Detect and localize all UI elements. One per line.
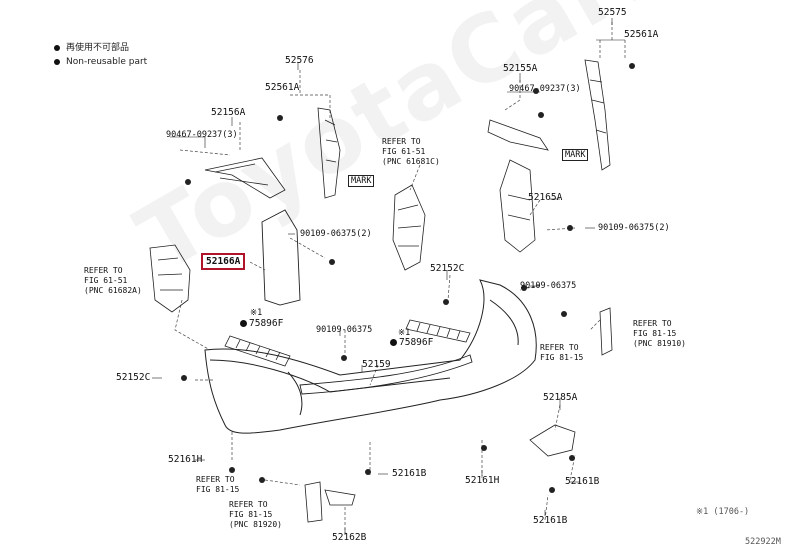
refer-label-81-15-lower[interactable]: REFER TO FIG 81-15 — [196, 475, 240, 494]
refer-label-61681c[interactable]: REFER TO FIG 61-51 (PNC 61681C) — [382, 137, 440, 166]
retainer-right-shape — [487, 119, 549, 151]
non-reusable-dot-icon — [54, 59, 60, 65]
footnote: ※1 (1706-) — [696, 507, 750, 517]
lamp-right-shape — [392, 184, 426, 271]
bracket-left-shape — [317, 107, 341, 199]
legend: 再使用不可部品 Non-reusable part — [54, 41, 147, 69]
bumper-cover-shape — [204, 279, 537, 434]
part-label-52162b[interactable]: 52162B — [332, 532, 367, 543]
part-label-90467-left[interactable]: 90467-09237(3) — [166, 130, 238, 140]
non-reusable-dot-icon — [390, 339, 397, 346]
part-label-52166a-highlighted[interactable]: 52166A — [201, 253, 246, 270]
legend-text-jp: 再使用不可部品 — [66, 43, 130, 53]
part-label-52152c-center[interactable]: 52152C — [430, 263, 465, 274]
reflector-strips — [224, 319, 471, 367]
part-label-52152c-left[interactable]: 52152C — [116, 372, 151, 383]
refer-label-81920[interactable]: REFER TO FIG 81-15 (PNC 81920) — [229, 500, 282, 529]
part-label-90109-center-left[interactable]: 90109-06375 — [316, 325, 373, 335]
part-label-52576[interactable]: 52576 — [285, 55, 314, 66]
diagram-code: 522922M — [745, 537, 781, 547]
lower-garnish-shape — [324, 489, 356, 506]
spacer-right-shape — [499, 159, 536, 253]
part-number-text: 75896F — [399, 337, 434, 348]
part-label-75896f-center[interactable]: 75896F — [390, 338, 433, 348]
leader-lines — [174, 22, 626, 535]
asterisk-left: ※1 — [250, 308, 263, 318]
part-number-text: 75896F — [249, 318, 284, 329]
retainer-left-shape — [204, 157, 286, 199]
bracket-right-shape — [584, 59, 611, 171]
part-label-52156a[interactable]: 52156A — [211, 107, 246, 118]
bumper-reinforcement-shape — [299, 354, 473, 395]
part-label-90109-center[interactable]: 90109-06375 — [520, 281, 577, 291]
spacer-left-shape — [261, 209, 301, 306]
part-label-90109-right[interactable]: 90109-06375(2) — [598, 223, 670, 233]
label-ticks — [152, 18, 625, 534]
refer-label-81-15[interactable]: REFER TO FIG 81-15 — [540, 343, 584, 362]
part-label-52155a[interactable]: 52155A — [503, 63, 538, 74]
part-label-52161b-bottom[interactable]: 52161B — [533, 515, 568, 526]
part-label-52161h-right[interactable]: 52161H — [465, 475, 500, 486]
asterisk-center: ※1 — [398, 328, 411, 338]
part-label-90109-left[interactable]: 90109-06375(2) — [300, 229, 372, 239]
hook-bracket-shape — [529, 424, 576, 457]
part-label-52165a[interactable]: 52165A — [528, 192, 563, 203]
part-label-52161b-center[interactable]: 52161B — [392, 468, 427, 479]
reflector-lower-shape — [304, 481, 323, 523]
part-label-52575[interactable]: 52575 — [598, 7, 627, 18]
legend-item-en: Non-reusable part — [54, 55, 147, 69]
part-label-52161h-left[interactable]: 52161H — [168, 454, 203, 465]
part-label-52161b-right[interactable]: 52161B — [565, 476, 600, 487]
lamp-left-shape — [149, 244, 191, 313]
refer-label-81910[interactable]: REFER TO FIG 81-15 (PNC 81910) — [633, 319, 686, 348]
mark-label-left: MARK — [348, 175, 375, 187]
part-label-52561a-left[interactable]: 52561A — [265, 82, 300, 93]
non-reusable-dot-icon — [54, 45, 60, 51]
mark-label-right: MARK — [562, 149, 589, 161]
part-label-52561a-right[interactable]: 52561A — [624, 29, 659, 40]
refer-label-61682a[interactable]: REFER TO FIG 61-51 (PNC 61682A) — [84, 266, 142, 295]
non-reusable-dot-icon — [240, 320, 247, 327]
reflector-right-shape — [599, 307, 613, 356]
legend-text-en: Non-reusable part — [66, 57, 148, 67]
fasteners — [181, 63, 635, 493]
part-label-52185a[interactable]: 52185A — [543, 392, 578, 403]
legend-item-jp: 再使用不可部品 — [54, 41, 147, 55]
part-label-52159[interactable]: 52159 — [362, 359, 391, 370]
part-label-75896f-left[interactable]: 75896F — [240, 319, 283, 329]
part-label-90467-right[interactable]: 90467-09237(3) — [509, 84, 581, 94]
